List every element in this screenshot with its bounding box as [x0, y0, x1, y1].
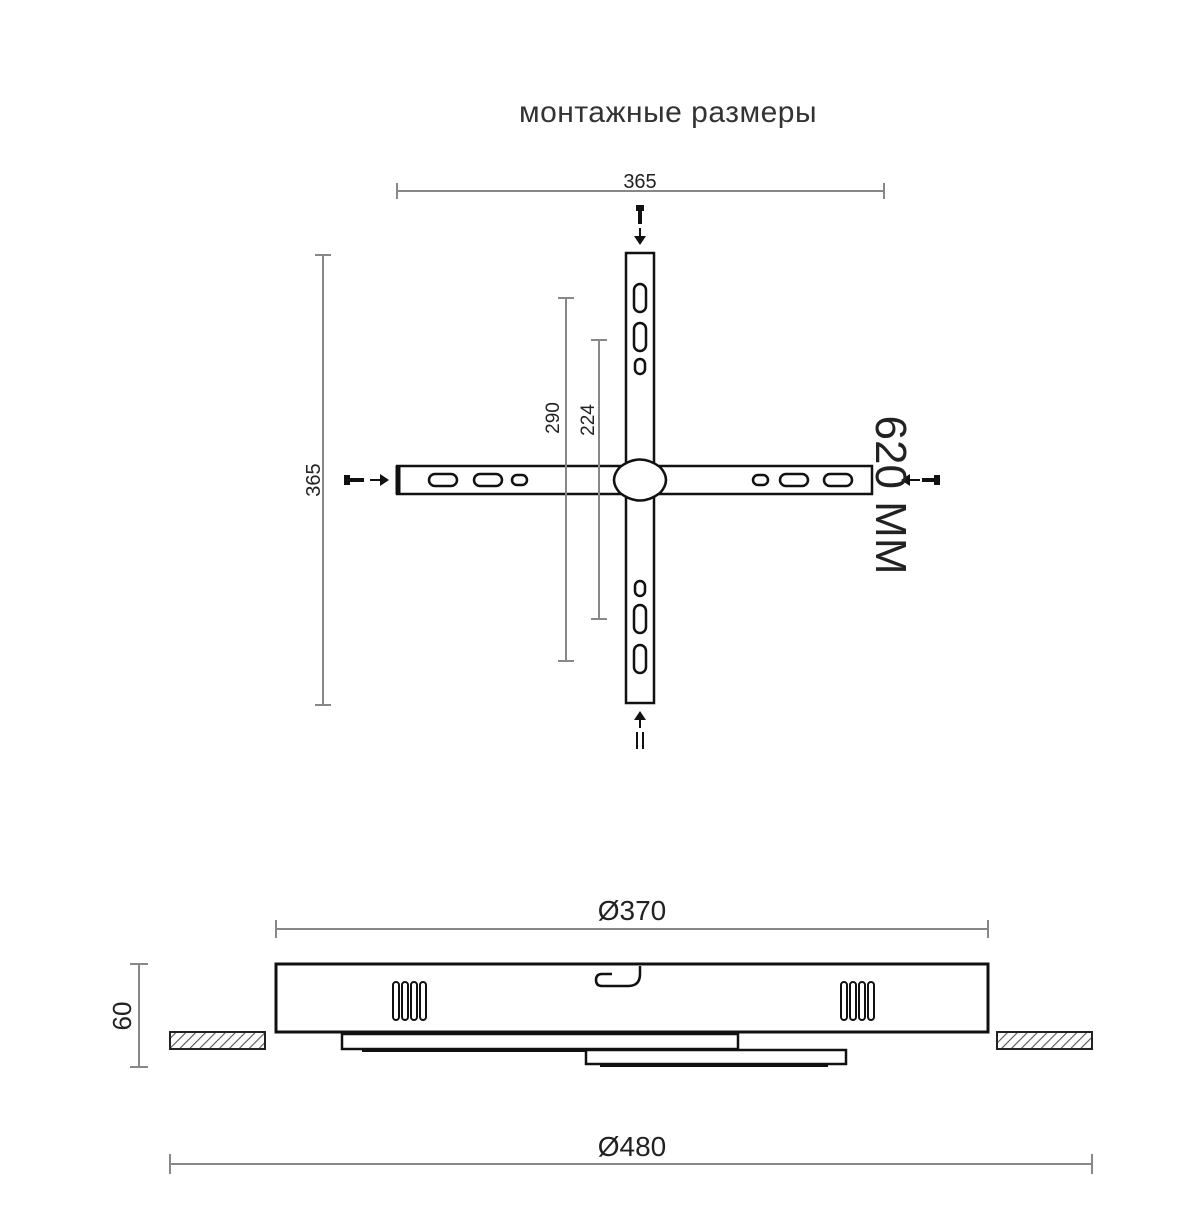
- bracket-hub: [612, 458, 668, 502]
- diffuser-lower: [584, 1048, 848, 1066]
- diameter-480-label: Ø480: [598, 1131, 667, 1162]
- span-224-label: 224: [578, 404, 599, 436]
- vent-left: [392, 981, 427, 1021]
- screw-left: [344, 474, 389, 486]
- fixture-body: [274, 962, 990, 1034]
- dim-height-60: [130, 963, 148, 1068]
- screw-top: [634, 205, 646, 245]
- screw-right: [901, 474, 940, 486]
- slot: [778, 472, 810, 488]
- screw-bottom: [634, 711, 646, 749]
- height-60-label: 60: [107, 1002, 137, 1031]
- slot: [632, 321, 648, 353]
- slot: [510, 473, 529, 487]
- slot: [427, 472, 459, 488]
- slot: [822, 472, 854, 488]
- diffuser-upper: [340, 1032, 740, 1051]
- slot: [632, 643, 648, 675]
- ceiling-hatch-left: [169, 1031, 266, 1050]
- ceiling-hatch-right: [996, 1031, 1093, 1050]
- slot: [472, 472, 504, 488]
- dim-224: [591, 339, 607, 620]
- dim-diameter-480: [169, 1154, 1093, 1174]
- slot: [751, 473, 770, 487]
- slot: [632, 603, 648, 635]
- diameter-370-label: Ø370: [598, 895, 667, 926]
- diagram-title: монтажные размеры: [518, 96, 818, 129]
- dim-width-365: [396, 183, 885, 199]
- slot: [633, 357, 647, 376]
- dim-diameter-370: [275, 920, 989, 938]
- side-view: [169, 962, 1093, 1067]
- slot: [632, 282, 648, 314]
- distance-label: 620 MM: [866, 416, 915, 575]
- width-label: 365: [623, 171, 656, 193]
- span-290-label: 290: [543, 402, 564, 434]
- slot: [633, 579, 647, 598]
- vent-right: [840, 981, 875, 1021]
- dim-290: [558, 297, 574, 662]
- height-label: 365: [303, 463, 325, 496]
- dim-height-365: [315, 254, 331, 706]
- mounting-bracket: [395, 251, 874, 705]
- hook: [594, 966, 642, 988]
